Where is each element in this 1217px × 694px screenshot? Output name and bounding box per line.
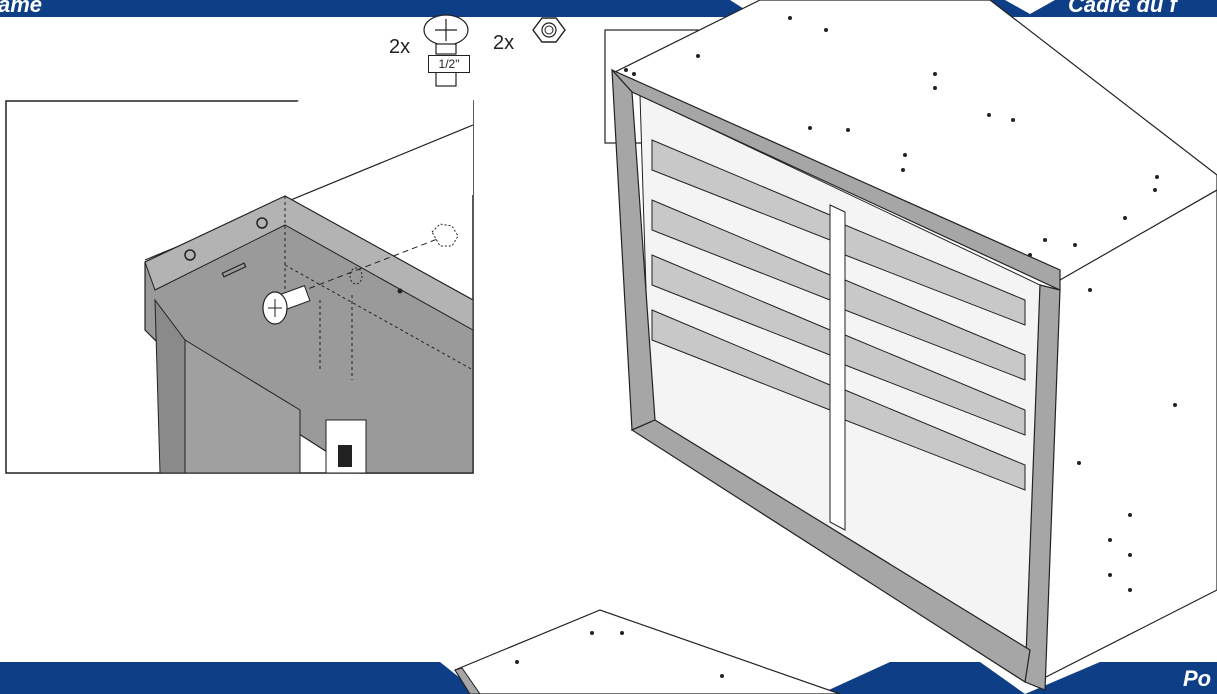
hex-nut-icon: [532, 17, 566, 43]
pan-head-screw-icon: [423, 14, 469, 87]
side-holes: [1077, 288, 1177, 592]
top-holes: [624, 16, 1159, 257]
detail-inset: [5, 99, 474, 474]
nut-quantity: 2x: [493, 32, 515, 54]
screw-detail: [262, 285, 311, 325]
header-title-left: ame: [0, 0, 43, 17]
screw-size-label: 1/2": [428, 55, 470, 73]
cabinet: [611, 0, 1217, 691]
footer-title-right: Po: [1183, 666, 1212, 691]
header-title-right: Cadre du f: [1068, 0, 1177, 17]
screw-quantity: 2x: [389, 36, 411, 58]
header-notch-right: [1005, 0, 1055, 14]
cabinet-lower: [454, 609, 841, 694]
louvers-right: [844, 224, 1026, 491]
louvers-left: [651, 139, 831, 411]
